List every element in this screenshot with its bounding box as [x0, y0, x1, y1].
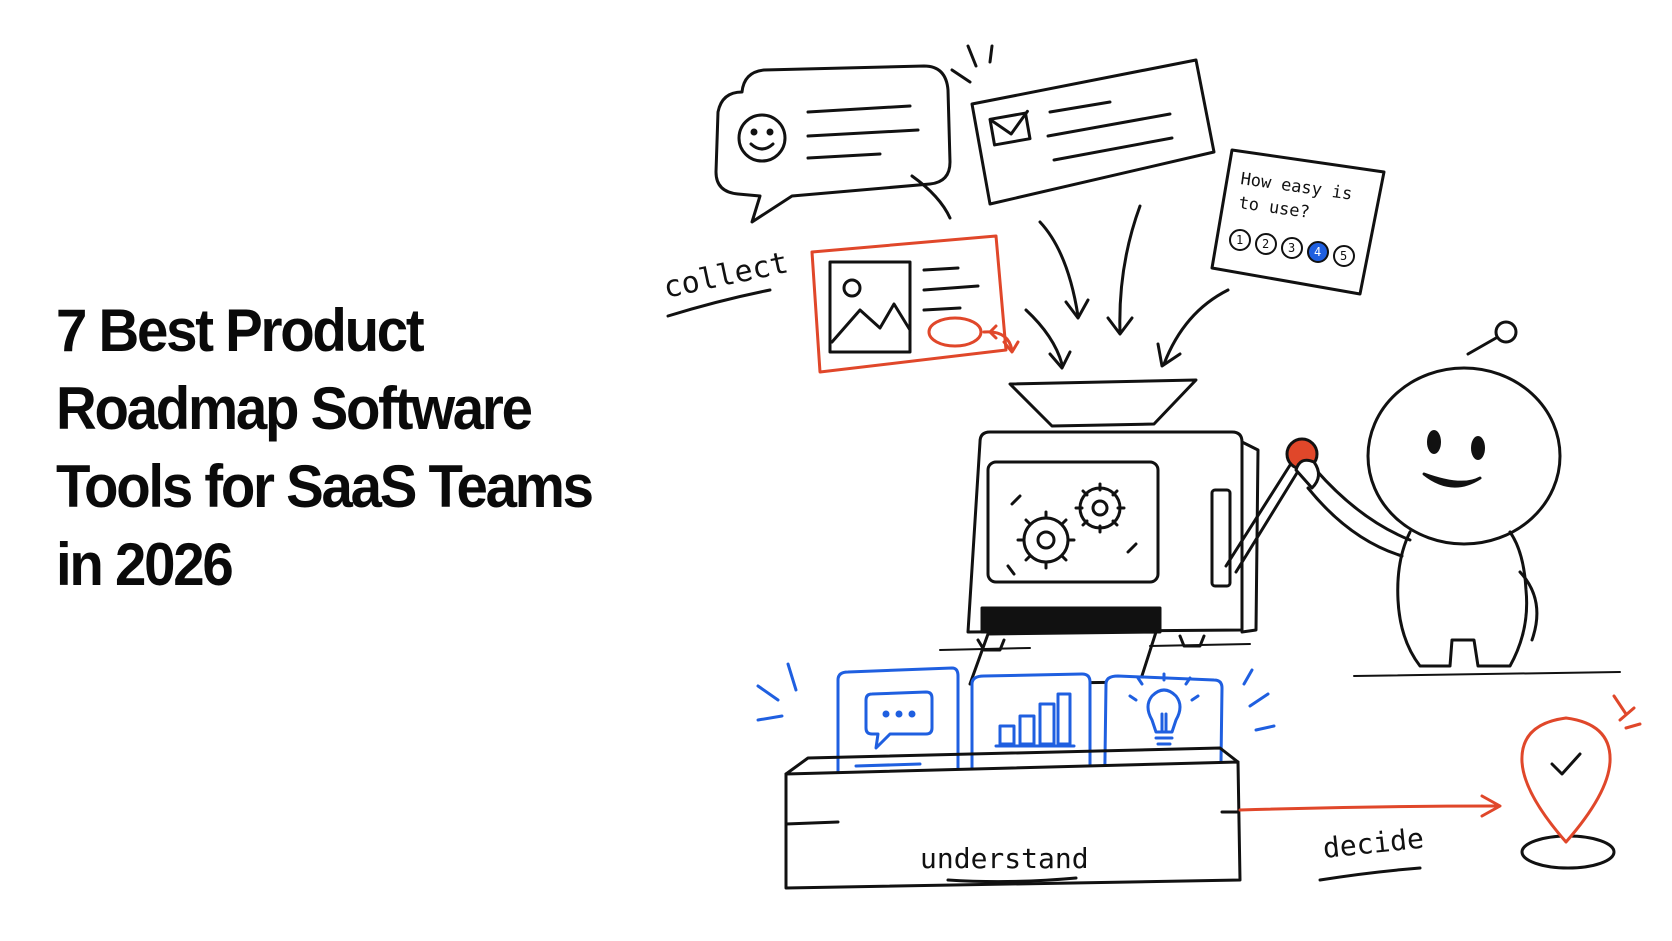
image-icon	[828, 260, 912, 354]
rating-option-4-selected: 4	[1314, 245, 1321, 259]
collect-label: collect	[660, 245, 791, 318]
title-line-2: Roadmap Software	[56, 375, 533, 442]
title-line-1: 7 Best Product	[56, 297, 425, 364]
title-line-3: Tools for SaaS Teams	[56, 453, 594, 520]
input-arrows	[1024, 204, 1230, 370]
lightbulb-icon	[1128, 672, 1200, 746]
mascot-character	[1294, 320, 1621, 677]
machine-lever	[1224, 437, 1319, 574]
email-feedback-card	[950, 44, 1216, 206]
chat-bubble-icon	[864, 690, 934, 750]
rating-options	[1229, 229, 1355, 267]
rating-option-3: 3	[1288, 241, 1295, 255]
rating-option-5: 5	[1340, 249, 1347, 263]
decide-label: decide	[1238, 794, 1502, 882]
location-pin-icon	[1520, 694, 1642, 870]
understand-text: understand	[920, 842, 1089, 875]
decide-text: decide	[1321, 822, 1425, 865]
understand-tray: understand	[784, 746, 1242, 890]
chat-feedback-bubble	[714, 64, 952, 224]
smiley-icon	[737, 113, 787, 163]
image-feedback-card	[810, 234, 1020, 374]
survey-card: How easy is to use? 1 2 3 4 5	[1210, 148, 1386, 296]
processing-machine	[939, 378, 1260, 686]
survey-question-line-2: to use?	[1237, 193, 1311, 223]
gears-icon	[1006, 482, 1138, 576]
collect-text: collect	[660, 245, 791, 306]
mail-icon	[988, 109, 1032, 147]
page-title: 7 Best Product Roadmap Software Tools fo…	[56, 292, 696, 604]
title-line-4: in 2026	[56, 531, 234, 598]
rating-option-1: 1	[1236, 233, 1243, 247]
bar-chart-icon	[994, 692, 1076, 748]
rating-option-2: 2	[1262, 237, 1269, 251]
